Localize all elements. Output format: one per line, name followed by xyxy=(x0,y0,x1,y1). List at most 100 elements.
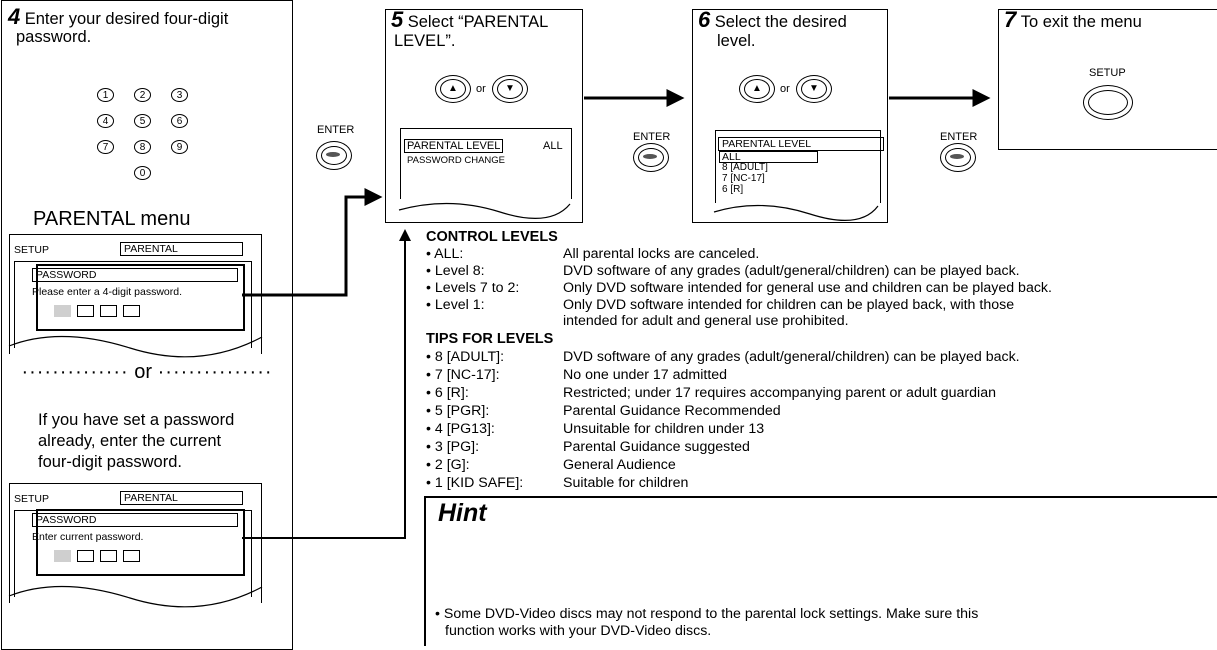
hint-panel: Hint • Some DVD-Video discs may not resp… xyxy=(424,496,1217,646)
pin-digit-1 xyxy=(54,549,71,562)
key-8[interactable]: 8 xyxy=(134,140,151,154)
tip-term-4: • 4 [PG13]: xyxy=(426,421,495,437)
menu-item-password-change[interactable]: PASSWORD CHANGE xyxy=(407,155,506,166)
screen1-prompt: Please enter a 4-digit password. xyxy=(32,286,182,298)
screen2-parental-tab: PARENTAL xyxy=(120,491,243,505)
level-option-all[interactable]: ALL xyxy=(719,151,818,163)
step7-instruction: To exit the menu xyxy=(1020,13,1142,31)
pin-digit-4 xyxy=(123,549,140,562)
step6-up-button[interactable]: ▲ xyxy=(739,75,775,103)
step5-instruction: Select “PARENTAL xyxy=(407,13,549,31)
down-arrow-icon: ▼ xyxy=(497,79,523,99)
tip-desc-3: Parental Guidance suggested xyxy=(563,439,750,455)
screen1-pin-entry[interactable] xyxy=(54,302,146,320)
hint-title: Hint xyxy=(438,499,487,527)
screen2-prompt: Enter current password. xyxy=(32,531,144,543)
setup-button[interactable] xyxy=(1083,85,1133,120)
screen2-wave xyxy=(8,585,263,608)
screen1-wave xyxy=(8,335,263,358)
pin-digit-2 xyxy=(77,549,94,562)
key-2[interactable]: 2 xyxy=(134,88,151,102)
tip-desc-8: DVD software of any grades (adult/genera… xyxy=(563,349,1020,365)
tip-desc-6: Restricted; under 17 requires accompanyi… xyxy=(563,385,996,401)
key-0[interactable]: 0 xyxy=(134,166,151,180)
hint-line1: • Some DVD-Video discs may not respond t… xyxy=(435,606,979,622)
menu-item-parental-level[interactable]: PARENTAL LEVEL xyxy=(404,139,504,153)
screen2-pin-entry[interactable] xyxy=(54,547,146,565)
step7-panel: 7 To exit the menu SETUP xyxy=(998,7,1217,150)
hint-line2: function works with your DVD-Video discs… xyxy=(445,623,712,639)
tip-desc-4: Unsuitable for children under 13 xyxy=(563,421,765,437)
step5-down-button[interactable]: ▼ xyxy=(492,75,528,103)
tip-term-8: • 8 [ADULT]: xyxy=(426,349,505,365)
or-separator: ·············· or ··············· xyxy=(21,361,273,383)
enter-label-2: ENTER xyxy=(633,131,671,143)
down-arrow-icon: ▼ xyxy=(801,79,827,99)
control-term-all: • ALL: xyxy=(426,246,464,262)
control-desc-level1-a: Only DVD software intended for children … xyxy=(563,297,1015,313)
enter-button-3[interactable] xyxy=(940,143,976,172)
control-desc-all: All parental locks are canceled. xyxy=(563,246,760,262)
enter-label-1: ENTER xyxy=(317,124,355,136)
alt-text-line1: If you have set a password xyxy=(38,411,235,429)
tip-term-5: • 5 [PGR]: xyxy=(426,403,490,419)
step5-wave xyxy=(398,202,571,219)
screen1-password-field-box: PASSWORD Please enter a 4-digit password… xyxy=(32,264,245,331)
up-arrow-icon: ▲ xyxy=(440,79,466,99)
arrow-screen1-to-step5 xyxy=(242,188,383,297)
alt-text-line3: four-digit password. xyxy=(38,453,182,471)
parental-menu-title: PARENTAL menu xyxy=(33,208,191,230)
level-option-7[interactable]: 7 [NC-17] xyxy=(722,173,765,184)
key-1[interactable]: 1 xyxy=(97,88,114,102)
key-6[interactable]: 6 xyxy=(171,114,188,128)
step6-down-button[interactable]: ▼ xyxy=(796,75,832,103)
enter-button-2[interactable] xyxy=(633,143,669,172)
step6-wave xyxy=(713,204,879,221)
key-4[interactable]: 4 xyxy=(97,114,114,128)
screen2-setup-label: SETUP xyxy=(14,493,50,505)
step6-instruction: Select the desired xyxy=(714,13,847,31)
pin-digit-1 xyxy=(54,304,71,317)
tip-desc-1: Suitable for children xyxy=(563,475,689,491)
control-levels-heading: CONTROL LEVELS xyxy=(426,229,558,245)
enter-dot-icon xyxy=(326,152,340,157)
menu-item-parental-level-value: ALL xyxy=(543,140,563,152)
pin-digit-3 xyxy=(100,549,117,562)
tip-desc-5: Parental Guidance Recommended xyxy=(563,403,781,419)
key-3[interactable]: 3 xyxy=(171,88,188,102)
step5-instruction-line2: LEVEL”. xyxy=(394,32,456,50)
setup-label: SETUP xyxy=(1089,67,1126,79)
tip-term-2: • 2 [G]: xyxy=(426,457,470,473)
step6-menu-screen: PARENTAL LEVEL ALL 8 [ADULT] 7 [NC-17] 6… xyxy=(715,130,884,203)
enter-button-1[interactable] xyxy=(316,141,352,170)
level-option-6[interactable]: 6 [R] xyxy=(722,184,744,195)
pin-digit-2 xyxy=(77,304,94,317)
arrow-screen2-to-step5 xyxy=(242,229,411,539)
step7-number: 7 xyxy=(1004,7,1017,32)
screen1-frame: SETUP PARENTAL xyxy=(9,234,262,354)
level-option-8[interactable]: 8 [ADULT] xyxy=(722,162,768,173)
control-desc-level8: DVD software of any grades (adult/genera… xyxy=(563,263,1020,279)
control-term-level8: • Level 8: xyxy=(426,263,485,279)
pin-digit-4 xyxy=(123,304,140,317)
enter-dot-icon xyxy=(643,154,657,159)
control-term-level7-2: • Levels 7 to 2: xyxy=(426,280,520,296)
tip-term-7: • 7 [NC-17]: xyxy=(426,367,500,383)
step4-instruction: Enter your desired four-digit xyxy=(24,10,229,28)
enter-label-3: ENTER xyxy=(940,131,978,143)
up-arrow-icon: ▲ xyxy=(744,79,770,99)
key-5[interactable]: 5 xyxy=(134,114,151,128)
step4-instruction-line2: password. xyxy=(16,28,92,46)
key-7[interactable]: 7 xyxy=(97,140,114,154)
tip-term-1: • 1 [KID SAFE]: xyxy=(426,475,524,491)
step5-number: 5 xyxy=(391,7,404,32)
or-label: or xyxy=(134,361,153,383)
key-9[interactable]: 9 xyxy=(171,140,188,154)
screen1-setup-label: SETUP xyxy=(14,244,50,256)
level-menu-title: PARENTAL LEVEL xyxy=(718,137,884,151)
screen2-password-field-box: PASSWORD Enter current password. xyxy=(32,509,245,576)
step5-up-button[interactable]: ▲ xyxy=(435,75,471,103)
step4-number: 4 xyxy=(8,4,21,29)
tip-term-3: • 3 [PG]: xyxy=(426,439,480,455)
